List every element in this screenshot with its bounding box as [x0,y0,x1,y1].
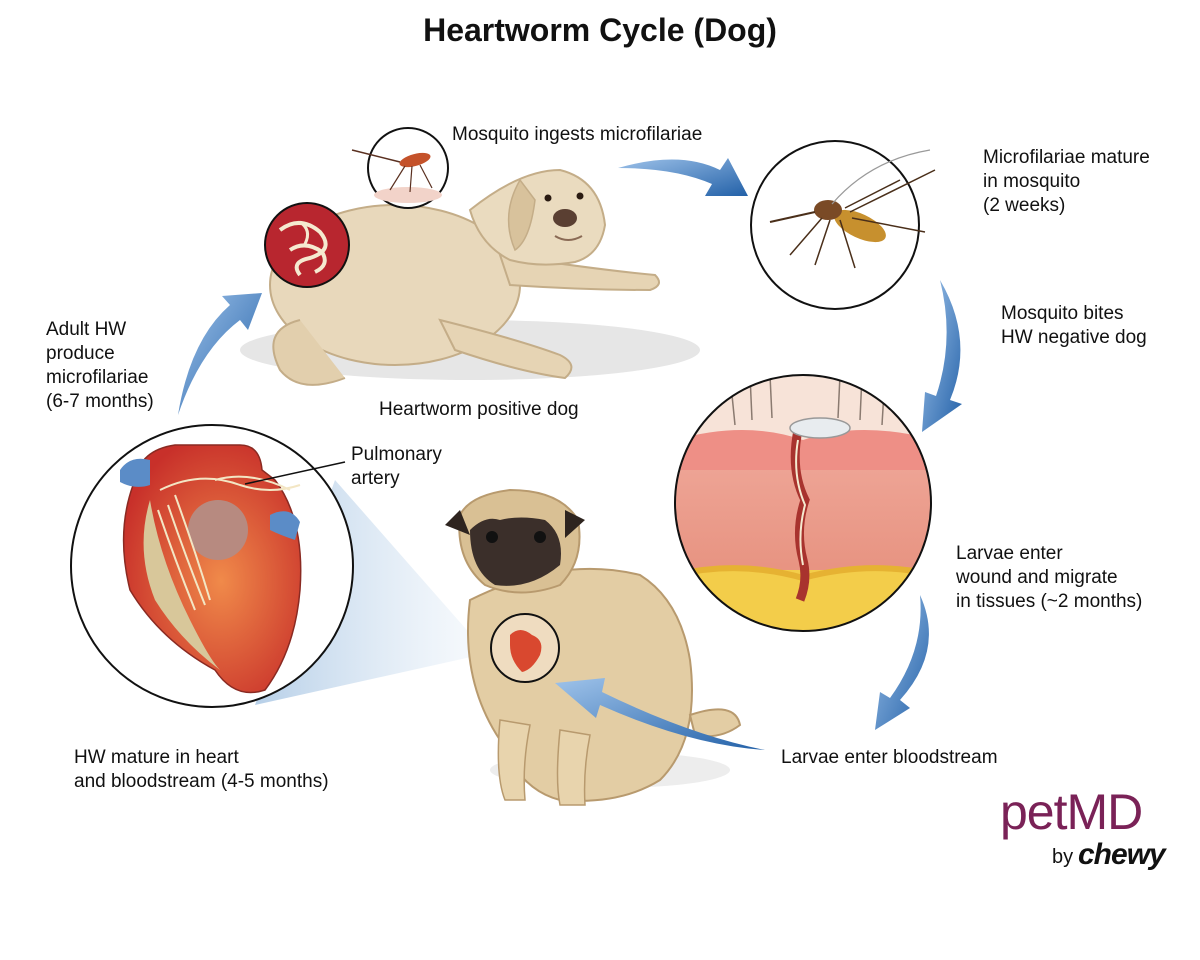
arrow-ingests-to-mosquito [618,158,748,196]
mosquito-inset [750,140,936,310]
label-mosquito-bites: Mosquito bites HW negative dog [1001,303,1147,348]
worms-inset [264,202,350,288]
label-mature-in-mosquito: Microfilariae mature in mosquito (2 week… [983,147,1150,216]
heart-inset [70,424,354,708]
arrow-skin-to-bloodstream [875,595,929,730]
petmd-logo: petMD [1000,784,1143,840]
chewy-logo: chewy [1078,838,1166,871]
arrow-mosquito-to-skin [922,280,962,432]
label-ingests: Mosquito ingests microfilariae [452,124,703,145]
cycle-arrows [178,158,962,750]
skin-section-inset [674,374,932,632]
mosquito-biting-inset [351,127,449,209]
label-hw-mature-heart: HW mature in heart and bloodstream (4-5 … [74,747,329,792]
label-heartworm-positive-dog: Heartworm positive dog [379,399,579,420]
arrow-bloodstream-to-pug [555,678,765,750]
pulmonary-pointer-line [244,461,346,485]
logo-by-text: by [1052,846,1074,868]
label-larvae-enter-wound: Larvae enter wound and migrate in tissue… [956,543,1143,612]
label-adult-hw: Adult HW produce microfilariae (6-7 mont… [46,319,154,412]
label-larvae-bloodstream: Larvae enter bloodstream [781,747,998,768]
label-pulmonary-artery: Pulmonary artery [351,444,442,489]
arrow-heart-to-positive-dog [178,293,262,415]
diagram-title: Heartworm Cycle (Dog) [423,12,777,48]
